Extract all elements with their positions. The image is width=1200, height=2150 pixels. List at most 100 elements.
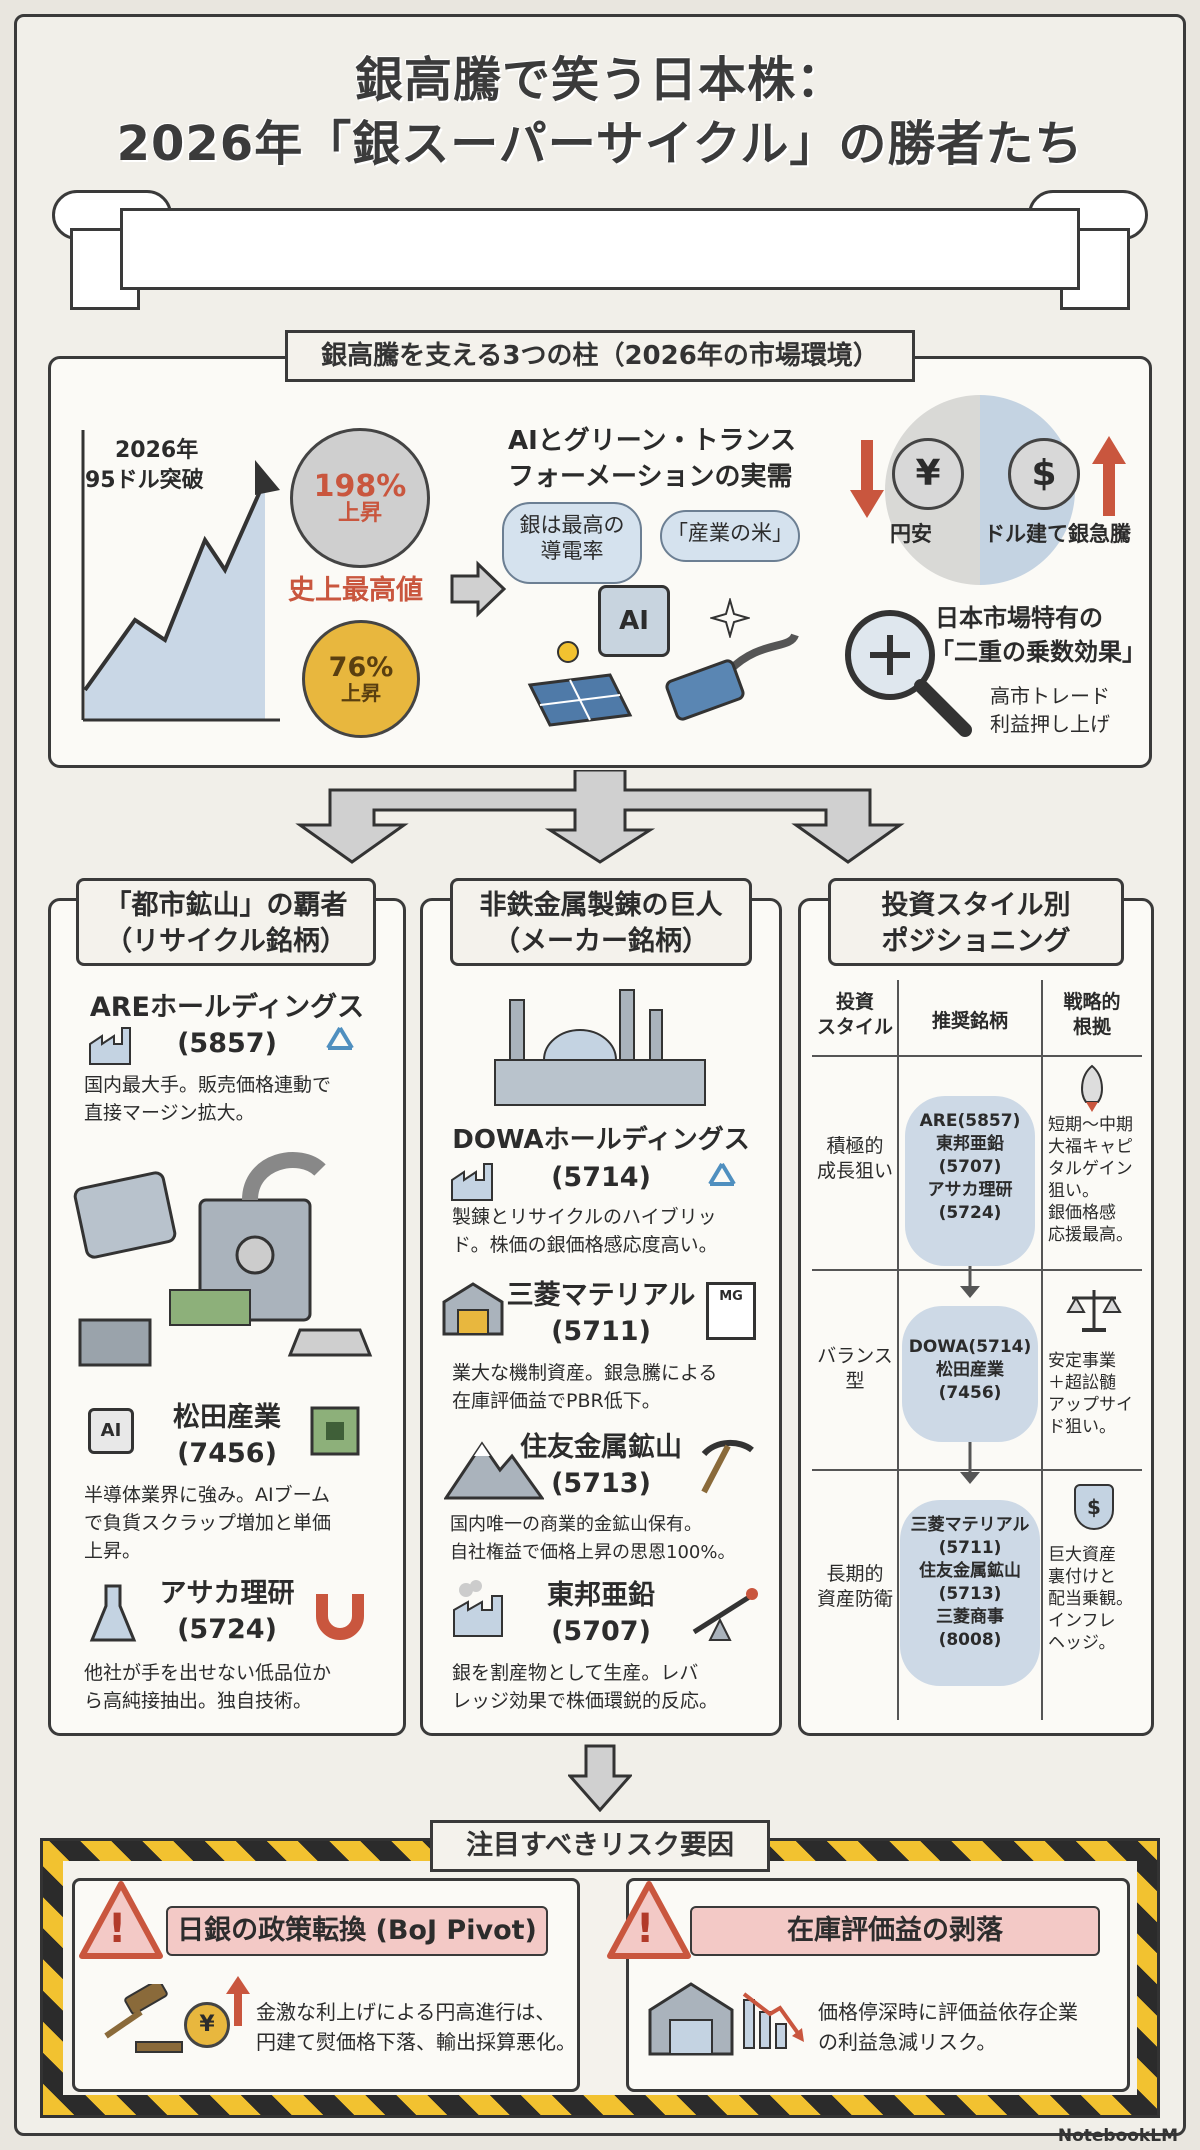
- rocket-icon: [1081, 1064, 1103, 1112]
- dowa-name: DOWAホールディングス: [452, 1125, 750, 1155]
- dowa-desc-2: ド。株価の銀価格感応度高い。: [452, 1234, 718, 1256]
- yen-weak-label: 円安: [890, 522, 932, 546]
- mitsubishi-desc-1: 業大な機制資産。銀急騰による: [452, 1362, 718, 1384]
- shield-dollar-symbol: $: [1087, 1495, 1101, 1519]
- mitsubishi-code: (5711): [551, 1316, 651, 1347]
- arrow-up-red-icon: [1092, 436, 1126, 516]
- silver-coin-label: 上昇: [337, 501, 382, 527]
- are-name: AREホールディングス: [89, 992, 365, 1023]
- footer-brand: NotebookLM: [1057, 2126, 1178, 2146]
- branch-arrows-icon: [295, 770, 905, 864]
- warehouse-icon: [442, 1282, 504, 1336]
- row2-pick: DOWA(5714) 松田産業 (7456): [902, 1306, 1038, 1442]
- warning-right-icon: [607, 1881, 691, 1959]
- ai-chip-icon: AI: [598, 585, 670, 657]
- ai-demand-title-2: フォーメーションの実需: [508, 462, 793, 492]
- flask-icon: [89, 1584, 137, 1642]
- document-icon-label: MG: [719, 1289, 743, 1304]
- dollar-symbol: $: [1031, 453, 1057, 495]
- recycle-small-icon: [708, 1162, 736, 1186]
- matsuda-name: 松田産業: [173, 1402, 281, 1433]
- record-high-label: 史上最高値: [288, 575, 423, 606]
- asaka-name: アサカ理研: [159, 1578, 295, 1609]
- recycle-title-1: 「都市鉱山」の覇者: [104, 890, 348, 921]
- style-title: 投資スタイル別 ポジショニング: [828, 888, 1124, 961]
- recycling-machine-icon: [73, 1152, 373, 1367]
- warehouse-risk-icon: [648, 1982, 734, 2056]
- toho-desc-1: 銀を割産物として生産。レバ: [452, 1662, 699, 1684]
- double-effect-sub-1: 高市トレード: [990, 684, 1110, 708]
- row2-reason: 安定事業 ＋超訟髄 アップサイ ド狙い。: [1048, 1351, 1133, 1438]
- row3-reason: 巨大資産 裏付けと 配当乗観。 インフレ ヘッジ。: [1048, 1545, 1133, 1654]
- falling-chart-icon: [742, 1992, 804, 2049]
- usb-cable-icon: [665, 633, 799, 721]
- recycle-title-2: （リサイクル銘柄）: [105, 926, 347, 958]
- mitsubishi-desc-2: 在庫評価益でPBR低下。: [452, 1390, 661, 1412]
- bubble-text-1a: 銀は最高の: [519, 513, 625, 537]
- sumitomo-desc-2: 自社権益で価格上昇の思恩100%。: [450, 1542, 736, 1563]
- dollar-silver-label: ドル建て銀急騰: [984, 522, 1131, 546]
- gavel-icon: [104, 1984, 183, 2053]
- double-effect-sub-2: 利益押し上げ: [990, 712, 1110, 736]
- gold-coin: 76% 上昇: [302, 620, 420, 738]
- sumitomo-code: (5713): [551, 1468, 651, 1499]
- sparkle-icon: [710, 598, 750, 638]
- warning-right-mark: !: [636, 1906, 655, 1952]
- asaka-code: (5724): [177, 1614, 277, 1645]
- are-desc-1: 国内最大手。販売価格連動で: [84, 1074, 332, 1096]
- style-title-2: ポジショニング: [881, 926, 1071, 958]
- matsuda-desc-1: 半導体業界に強み。AIブーム: [84, 1484, 331, 1506]
- lever-icon: [692, 1588, 758, 1641]
- asaka-desc-1: 他社が手を出せない低品位か: [84, 1662, 332, 1684]
- style-title-1: 投資スタイル別: [881, 890, 1071, 921]
- magnet-icon: [316, 1594, 364, 1640]
- risk-left-desc-2: 円建て熨価格下落、輸出採算悪化。: [256, 2030, 576, 2054]
- recycle-title-box: [76, 878, 376, 966]
- yen-coin-small-icon: ¥: [184, 2002, 230, 2048]
- head-pick: 推奨銘柄: [931, 1010, 1008, 1032]
- factory-small-icon: [451, 1163, 493, 1201]
- gold-coin-label: 上昇: [341, 680, 381, 705]
- arrow-up-small-icon: [226, 1976, 250, 2026]
- title-ribbon: [120, 208, 1080, 290]
- factory-smoke-icon: [453, 1580, 503, 1637]
- refinery-factory-icon: [494, 989, 706, 1106]
- circuit-board-icon: [310, 1406, 360, 1456]
- style-title-box: [828, 878, 1124, 966]
- arrow-down-gray-icon: [568, 1744, 632, 1812]
- yen-coin-icon: ¥: [892, 438, 964, 510]
- arrow-right-icon: [450, 560, 507, 618]
- matsuda-chip-icon: AI: [88, 1408, 134, 1454]
- magnifier-plus-icon: [845, 610, 972, 737]
- toho-name: 東邦亜鉛: [547, 1580, 655, 1611]
- smelter-title: 非鉄金属製錬の巨人 （メーカー銘柄）: [450, 888, 752, 961]
- dowa-code: (5714): [551, 1162, 651, 1193]
- risk-label: 注目すべきリスク要因: [430, 1820, 770, 1872]
- recycle-icon: [326, 1026, 354, 1050]
- smelter-title-box: [450, 878, 752, 966]
- sumitomo-name: 住友金属鉱山: [520, 1432, 682, 1463]
- risk-right-desc-2: の利益急減リスク。: [818, 2030, 997, 2054]
- asaka-desc-2: ら高純接抽出。独自技術。: [84, 1690, 313, 1712]
- style-table-grid: [812, 980, 1142, 1720]
- factory-icon: [89, 1027, 131, 1065]
- gold-coin-value: 76%: [328, 652, 394, 684]
- row1-reason: 短期〜中期 大福キャピ タルゲイン 狙い。 銀価格感 応援最高。: [1048, 1115, 1133, 1246]
- warning-left-mark: !: [108, 1906, 127, 1952]
- yen-symbol: ¥: [915, 453, 941, 495]
- risk-left-head: 日銀の政策転換 (BoJ Pivot): [166, 1906, 548, 1956]
- mitsubishi-name: 三菱マテリアル: [506, 1280, 696, 1311]
- ai-chip-label: AI: [619, 606, 649, 636]
- warning-left-icon: [79, 1881, 163, 1959]
- arrow-down-red-icon: [850, 440, 884, 518]
- row2-style: バランス 型: [817, 1345, 893, 1392]
- silver-coin: 198% 上昇: [290, 428, 430, 568]
- risk-yen-symbol: ¥: [199, 2012, 215, 2038]
- row3-pick: 三菱マテリアル (5711) 住友金属鉱山 (5713) 三菱商事 (8008): [900, 1500, 1040, 1686]
- mountain-icon: [444, 1441, 544, 1500]
- page-title: 銀高騰で笑う日本株： 2026年「銀スーパーサイクル」の勝者たち: [0, 48, 1200, 176]
- row3-style: 長期的 資産防衛: [816, 1563, 893, 1610]
- recycle-title: 「都市鉱山」の覇者 （リサイクル銘柄）: [76, 888, 376, 961]
- dowa-desc-1: 製錬とリサイクルのハイブリッ: [452, 1206, 717, 1228]
- chart-label-year: 2026年: [115, 438, 199, 463]
